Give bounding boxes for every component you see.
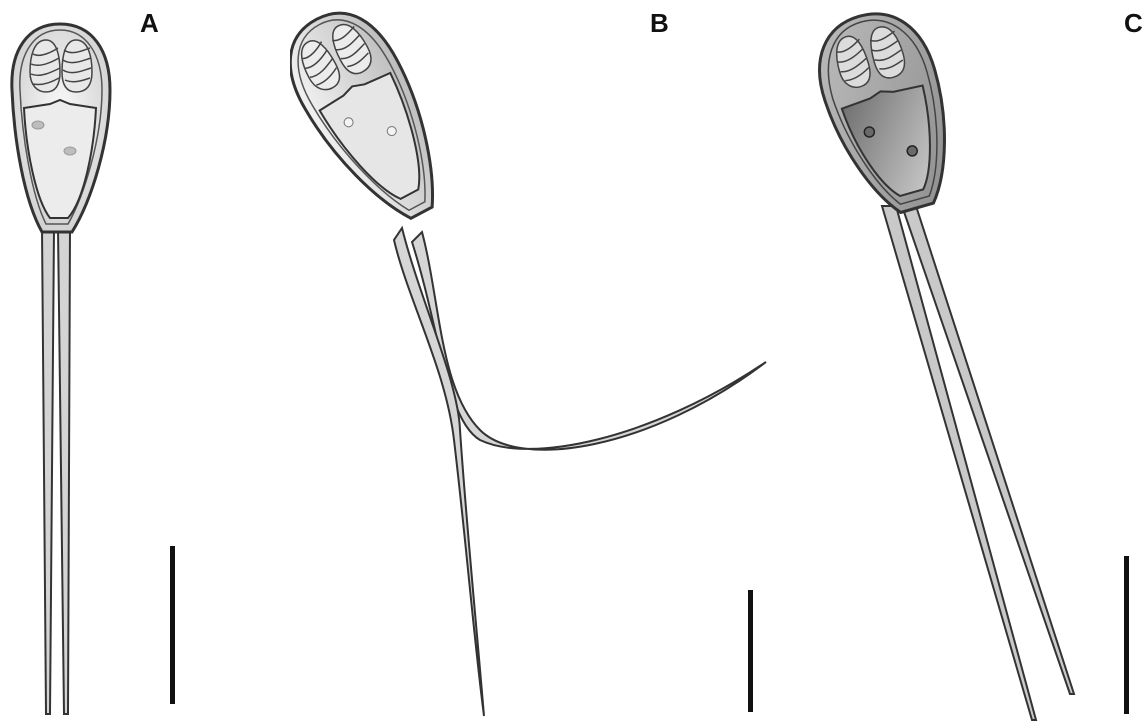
spore-b-drawing (290, 0, 790, 726)
scale-bar (170, 546, 175, 704)
scale-bar (1124, 556, 1129, 714)
caudal-appendage (394, 228, 484, 716)
panel-label-a: A (140, 8, 159, 39)
panel-a: A (0, 0, 190, 726)
nucleus (64, 147, 76, 155)
panel-label-c: C (1124, 8, 1143, 39)
nucleus (32, 121, 44, 129)
caudal-appendages (42, 228, 70, 714)
spore-c-drawing (810, 0, 1148, 726)
caudal-appendage (412, 232, 766, 450)
scale-bar (748, 590, 753, 712)
panel-label-b: B (650, 8, 669, 39)
spore-a-drawing (0, 0, 190, 726)
panel-c: C (810, 0, 1148, 726)
caudal-appendages (882, 206, 1074, 720)
panel-b: B (290, 0, 790, 726)
